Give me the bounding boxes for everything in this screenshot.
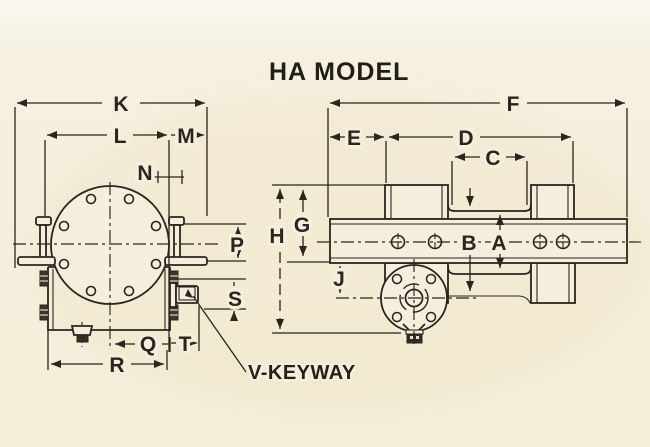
dim-label-s: S	[228, 288, 242, 311]
dim-label-q: Q	[140, 333, 156, 356]
base-plate	[329, 218, 628, 264]
side-view-dimensions	[272, 99, 628, 334]
dim-label-l: L	[114, 125, 127, 148]
drum-barrel-bottom	[447, 265, 532, 275]
dim-label-m: M	[177, 125, 195, 148]
front-view: K L M N P S Q T R V-KEYWAY	[13, 90, 358, 387]
mounting-bracket-left	[17, 216, 56, 266]
dim-label-p: P	[230, 234, 244, 257]
motor-bolt-holes	[391, 273, 437, 323]
dim-label-k: K	[113, 93, 128, 116]
dim-label-r: R	[109, 354, 124, 377]
v-keyway-leader	[192, 295, 247, 373]
dim-label-g: G	[294, 214, 310, 237]
side-bolt	[39, 304, 49, 321]
side-bolt	[39, 270, 49, 287]
keyway	[178, 286, 196, 301]
pilot-circle	[399, 283, 429, 313]
dim-label-n: N	[137, 162, 152, 185]
front-view-dimensions	[14, 99, 247, 373]
dim-label-c: C	[485, 147, 500, 170]
v-keyway-label: V-KEYWAY	[248, 362, 356, 384]
dim-label-j: J	[333, 268, 345, 291]
drain-plug	[70, 322, 94, 347]
dim-label-b: B	[461, 232, 476, 255]
bolt-holes	[58, 193, 162, 297]
drum-upper	[384, 184, 575, 220]
drum-flange-left	[384, 184, 449, 220]
dim-label-t: T	[179, 333, 192, 356]
side-view: F E D C H G J B A	[266, 90, 641, 348]
dim-label-a: A	[491, 232, 506, 255]
dim-label-d: D	[458, 127, 473, 150]
drum-flange-right-lower	[530, 262, 576, 304]
hub-lower-edge	[441, 295, 531, 304]
base-mounting-holes	[390, 233, 571, 251]
dim-label-f: F	[507, 93, 520, 116]
dim-label-h: H	[269, 225, 284, 248]
drum-barrel-top	[447, 203, 532, 212]
drawing-title: HA MODEL	[269, 58, 409, 86]
output-shaft	[169, 282, 199, 308]
dim-label-e: E	[347, 127, 361, 150]
